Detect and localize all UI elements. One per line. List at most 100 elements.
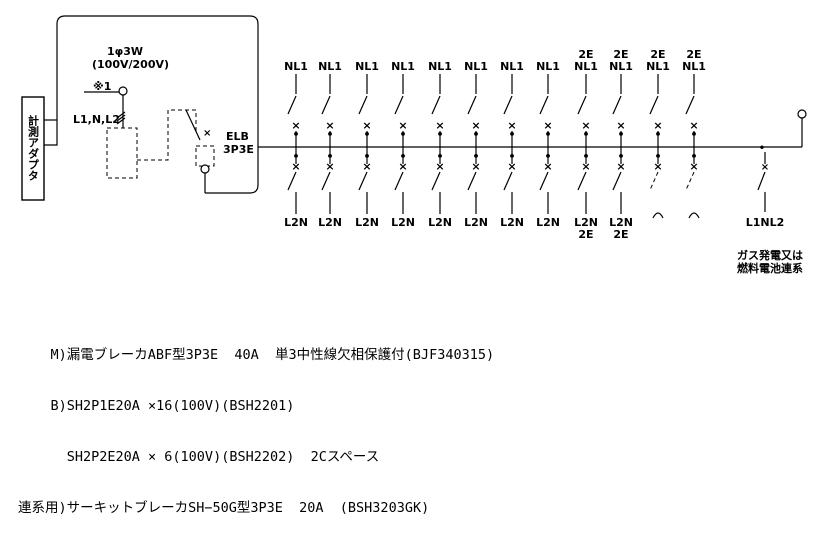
panel-wiring-diagram: 計測アダプタ 1φ3W (100V/200V) ※1 L1,N,L2 × ELB… [21,15,807,275]
top-cross-icon-12: × [689,119,698,132]
top-cross-icon-10: × [616,119,625,132]
top-switch-8 [539,95,549,115]
bottom-dot-icon-3: • [363,150,370,163]
top-label-11: NL1 [646,60,670,73]
spec-note-interconnect: 連系用)サーキットブレーカSH−50G型3P3E 20A (BSH3203GK) [18,500,430,516]
top-cross-icon-3: × [362,119,371,132]
bottom-dot-icon-5: • [436,150,443,163]
top-switch-10 [612,95,622,115]
top-label-12: 2E [686,48,701,61]
top-label-6: NL1 [464,60,488,73]
top-label-12: NL1 [682,60,706,73]
top-label-5: NL1 [428,60,452,73]
meter-adapter-box [21,96,45,201]
bottom-dot-icon-10: • [617,150,624,163]
supply-conductors-label: L1,N,L2 [73,113,120,126]
bottom-label-1: L2N [284,216,308,229]
main-breaker-trip-icon [200,164,210,174]
bottom-dot-icon-2: • [326,150,333,163]
bottom-dot-icon-1: • [292,150,299,163]
interconnect-label: L1NL2 [746,216,785,229]
top-cross-icon-4: × [398,119,407,132]
main-breaker-x-icon: × [203,128,211,139]
main-breaker-trip-box [195,145,215,167]
bottom-switch-2 [321,171,331,191]
top-cross-icon-11: × [653,119,662,132]
bottom-cross-icon-7: × [507,160,516,173]
bottom-label-2: L2N [318,216,342,229]
interconnect-note-1: ガス発電又は [737,248,803,262]
bottom-label-8: L2N [536,216,560,229]
interconnect-terminal-icon [797,109,807,119]
spare-cap-icon-12 [688,212,700,219]
top-cross-icon-6: × [471,119,480,132]
bottom-label-10: 2E [613,228,628,241]
conductor-ticks-icon [116,111,126,125]
top-label-10: 2E [613,48,628,61]
top-label-1: NL1 [284,60,308,73]
bottom-label-4: L2N [391,216,415,229]
top-switch-7 [503,95,513,115]
top-cross-icon-9: × [581,119,590,132]
top-label-8: NL1 [536,60,560,73]
bottom-label-10: L2N [609,216,633,229]
supply-voltage-label: (100V/200V) [92,58,169,71]
top-cross-icon-2: × [325,119,334,132]
bottom-switch-6 [467,171,477,191]
bottom-label-9: L2N [574,216,598,229]
spec-note-main-breaker: M)漏電ブレーカABF型3P3E 40A 単3中性線欠相保護付(BJF34031… [18,347,495,363]
top-switch-3 [358,95,368,115]
bottom-switch-4 [394,171,404,191]
bottom-cross-icon-9: × [581,160,590,173]
bottom-switch-3 [358,171,368,191]
bottom-cross-icon-8: × [543,160,552,173]
bottom-cross-icon-5: × [435,160,444,173]
top-switch-12 [685,95,695,115]
bottom-cross-icon-6: × [471,160,480,173]
bottom-label-3: L2N [355,216,379,229]
interconnect-breaker: • × [757,143,769,212]
top-cross-icon-1: × [291,119,300,132]
bottom-switch-10 [612,171,622,191]
bottom-dot-icon-4: • [399,150,406,163]
top-label-3: NL1 [355,60,379,73]
top-switch-2 [321,95,331,115]
svg-text:×: × [761,162,769,173]
top-cross-icon-8: × [543,119,552,132]
bottom-switch-9 [577,171,587,191]
spare-cap-icon-11 [652,212,664,219]
outer-wiring-loop [44,15,259,194]
bottom-label-6: L2N [464,216,488,229]
bottom-cross-icon-12: × [689,160,698,173]
top-switch-4 [394,95,404,115]
bottom-label-9: 2E [578,228,593,241]
bottom-cross-icon-1: × [291,160,300,173]
top-label-10: NL1 [609,60,633,73]
bottom-label-7: L2N [500,216,524,229]
top-cross-icon-5: × [435,119,444,132]
bottom-switch-8 [539,171,549,191]
top-label-11: 2E [650,48,665,61]
svg-text:•: • [759,143,765,154]
supply-phase-label: 1φ3W [107,45,143,58]
bottom-dot-icon-9: • [582,150,589,163]
main-breaker-contact [185,109,201,141]
top-label-2: NL1 [318,60,342,73]
bottom-dot-icon-11: • [654,150,661,163]
bottom-switch-5 [431,171,441,191]
top-switch-1 [287,95,297,115]
main-breaker-label-2: 3P3E [223,143,254,156]
top-switch-6 [467,95,477,115]
breaker-spec-notes: M)漏電ブレーカABF型3P3E 40A 単3中性線欠相保護付(BJF34031… [18,313,494,534]
bottom-switch-11 [649,171,659,191]
top-label-4: NL1 [391,60,415,73]
bottom-cross-icon-3: × [362,160,371,173]
top-label-9: 2E [578,48,593,61]
top-cross-icon-7: × [507,119,516,132]
top-switch-5 [431,95,441,115]
bottom-label-5: L2N [428,216,452,229]
supply-terminal-icon [118,86,128,96]
adapter-unit-dashed-box [106,127,138,179]
top-switch-9 [577,95,587,115]
bottom-dot-icon-12: • [690,150,697,163]
